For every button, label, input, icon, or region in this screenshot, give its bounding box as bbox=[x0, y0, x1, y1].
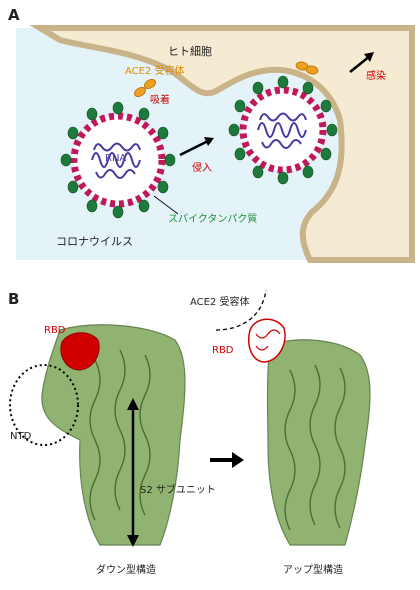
rbd-label-left: RBD bbox=[44, 325, 66, 336]
ace2-receptor-curve bbox=[215, 289, 267, 331]
s2-double-arrow bbox=[127, 398, 139, 547]
panel-a-letter: A bbox=[8, 6, 20, 24]
coronavirus-label: コロナウイルス bbox=[56, 235, 133, 248]
spike-protein-up bbox=[248, 318, 371, 546]
rbd-label-right: RBD bbox=[212, 345, 234, 356]
up-conformation-label: アップ型構造 bbox=[283, 565, 343, 576]
human-cell bbox=[29, 25, 415, 263]
ace2-receptor-label-b: ACE2 受容体 bbox=[190, 297, 250, 308]
human-cell-label: ヒト細胞 bbox=[168, 45, 212, 58]
infection-arrow bbox=[349, 52, 374, 73]
coronavirus-right bbox=[228, 75, 338, 185]
s2-subunit-label: S2 サブユニット bbox=[140, 485, 216, 496]
rna-label: RNA bbox=[105, 153, 127, 164]
coronavirus-left bbox=[60, 101, 176, 219]
entry-label: 侵入 bbox=[192, 163, 212, 174]
spike-leader-line bbox=[153, 195, 179, 215]
ace2-receptors bbox=[134, 61, 319, 97]
down-conformation-label: ダウン型構造 bbox=[96, 565, 156, 576]
spike-protein-down bbox=[41, 324, 186, 546]
attachment-label: 吸着 bbox=[150, 95, 170, 106]
conformation-arrow bbox=[210, 452, 244, 468]
ntd-label: NTD bbox=[10, 431, 32, 442]
infection-label: 感染 bbox=[366, 71, 386, 82]
panel-b-letter: B bbox=[8, 290, 20, 308]
spike-protein-label: スパイクタンパク質 bbox=[168, 214, 258, 225]
ntd-highlight-circle bbox=[9, 364, 79, 446]
entry-arrow bbox=[179, 137, 214, 157]
ace2-receptor-label: ACE2 受容体 bbox=[125, 66, 185, 77]
